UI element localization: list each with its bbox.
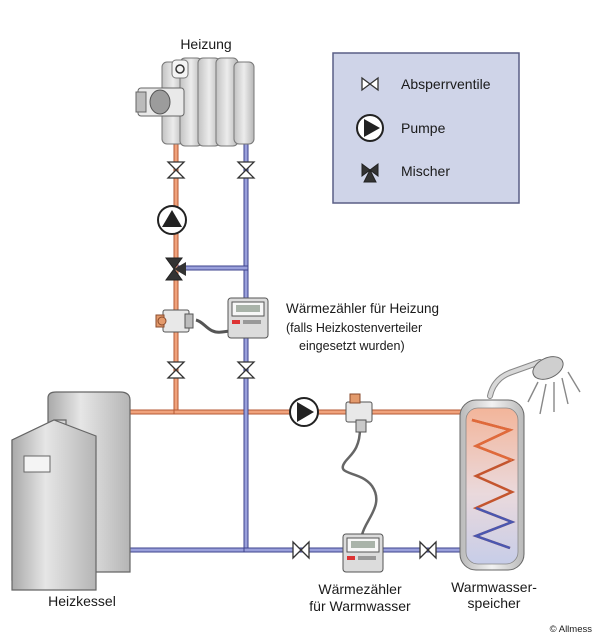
mixer-icon — [361, 163, 379, 183]
pump-heating — [157, 205, 187, 235]
pump-water — [289, 397, 319, 427]
legend: Absperrventile Pumpe Mischer — [332, 52, 520, 204]
valve-icon — [236, 361, 256, 379]
legend-label-mixer: Mischer — [401, 163, 450, 179]
heat-meter-heating — [227, 297, 269, 339]
legend-item-valve: Absperrventile — [361, 76, 491, 92]
water-spray — [527, 371, 581, 415]
valve-icon — [236, 161, 256, 179]
hot-water-tank: Warmwasser- speicher — [451, 399, 537, 611]
meter-cable-water — [341, 427, 378, 536]
meter-heating-note-1: (falls Heizkostenverteiler — [286, 321, 422, 335]
shutoff-valves — [166, 161, 437, 560]
boiler: Heizkessel — [11, 391, 131, 609]
valve-icon — [166, 361, 186, 379]
meter-water-label-line-1: Wärmezähler — [318, 581, 402, 597]
heat-meter-water — [342, 533, 384, 573]
flow-sensor-heating — [155, 309, 194, 333]
meter-cable-heating — [195, 318, 231, 334]
pump-icon — [364, 119, 380, 137]
legend-item-pump: Pumpe — [356, 114, 446, 142]
mixer — [165, 257, 186, 281]
copyright: © Allmess — [550, 624, 593, 635]
valve-icon — [292, 540, 310, 560]
shower-head — [487, 356, 581, 415]
valve-icon — [361, 76, 379, 92]
radiator: Heizung — [135, 36, 255, 147]
boiler-label: Heizkessel — [48, 593, 116, 609]
meter-heating-title: Wärmezähler für Heizung — [286, 301, 439, 316]
heating-label: Heizung — [180, 36, 231, 52]
tank-label-line-2: speicher — [468, 595, 521, 611]
pipes — [127, 137, 493, 553]
flow-sensor-water — [345, 393, 373, 433]
tank-label-line-1: Warmwasser- — [451, 579, 537, 595]
legend-label-pump: Pumpe — [401, 120, 446, 136]
pump-icon — [162, 210, 182, 227]
valve-icon — [419, 540, 437, 560]
meter-heating-note-2: eingesetzt wurden) — [299, 339, 405, 353]
legend-item-mixer: Mischer — [361, 163, 450, 183]
valve-icon — [166, 161, 186, 179]
legend-label-valve: Absperrventile — [401, 76, 491, 92]
pump-icon — [297, 402, 314, 422]
meter-water-label-line-2: für Warmwasser — [309, 598, 411, 614]
